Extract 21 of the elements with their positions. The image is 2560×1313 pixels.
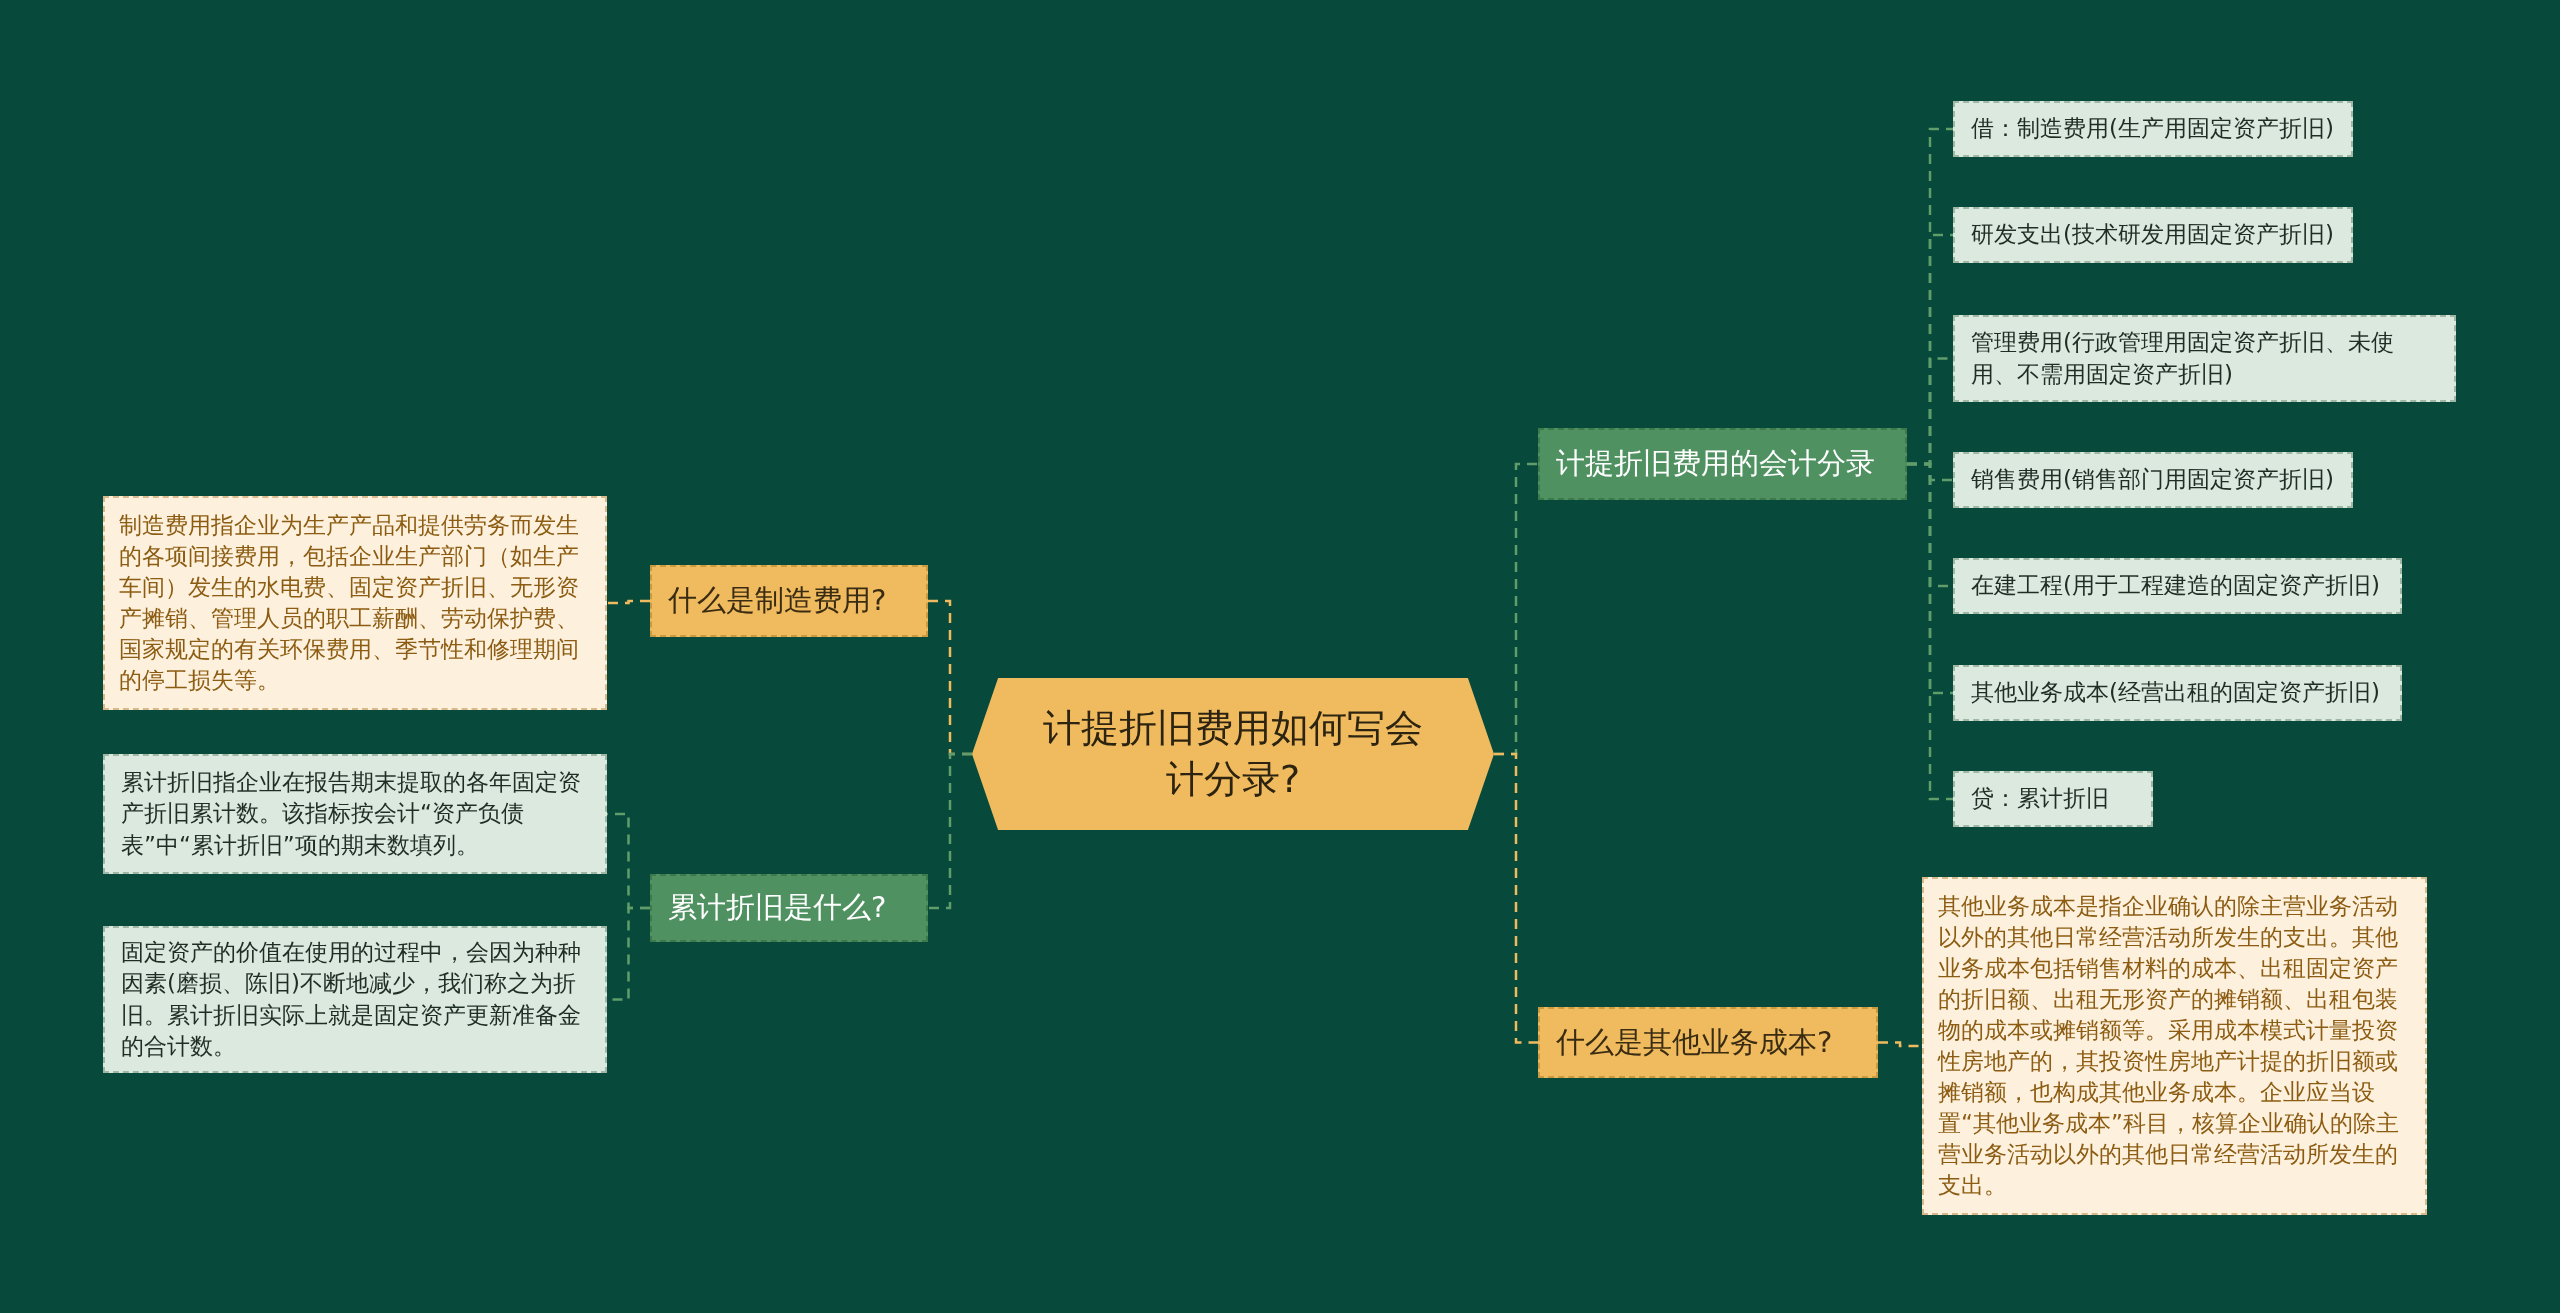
description-box: 制造费用指企业为生产产品和提供劳务而发生的各项间接费用，包括企业生产部门（如生产车间）发生的水电费、固定资产折旧、无形资产摊销、管理人员的职工薪酬、劳动保护费、国家规定的有关环保费用、季节性和修理期间的停工损失等。 <box>103 496 607 711</box>
central-topic-hexagon: 计提折旧费用如何写会计分录? <box>972 678 1494 830</box>
connector-line <box>607 599 650 605</box>
connector-line <box>1907 462 1953 801</box>
subtopic-box: 借：制造费用(生产用固定资产折旧) <box>1953 101 2353 157</box>
subtopic-box: 管理费用(行政管理用固定资产折旧、未使用、不需用固定资产折旧) <box>1953 315 2456 402</box>
topic-box: 计提折旧费用的会计分录 <box>1538 428 1907 500</box>
subtopic-box: 在建工程(用于工程建造的固定资产折旧) <box>1953 558 2402 614</box>
topic-box: 什么是制造费用? <box>650 565 928 637</box>
connector-line <box>1494 752 1538 1044</box>
description-box: 其他业务成本是指企业确认的除主营业务活动以外的其他日常经营活动所发生的支出。其他业务成本包括销售材料的成本、出租固定资产的折旧额、出租无形资产的摊销额、出租包装物的成本或摊销额等。采用成本模式计量投资性房地产的，其投资性房地产计提的折旧额或摊销额，也构成其他业务成本。企业应当设置“其他业务成本”科目，核算企业确认的除主营业务活动以外的其他日常经营活动所发生的支出。 <box>1922 877 2427 1216</box>
connector-line <box>928 752 972 910</box>
connector-line <box>1878 1041 1922 1048</box>
subtopic-box: 累计折旧指企业在报告期末提取的各年固定资产折旧累计数。该指标按会计“资产负债表”中“累计折旧”项的期末数填列。 <box>103 754 607 874</box>
subtopic-box: 销售费用(销售部门用固定资产折旧) <box>1953 452 2353 508</box>
subtopic-box: 其他业务成本(经营出租的固定资产折旧) <box>1953 665 2402 721</box>
topic-box: 累计折旧是什么? <box>650 874 928 942</box>
subtopic-box: 固定资产的价值在使用的过程中，会因为种种因素(磨损、陈旧)不断地减少，我们称之为折旧。累计折旧实际上就是固定资产更新准备金的合计数。 <box>103 926 607 1073</box>
subtopic-box: 贷：累计折旧 <box>1953 771 2153 827</box>
subtopic-box: 研发支出(技术研发用固定资产折旧) <box>1953 207 2353 263</box>
topic-box: 什么是其他业务成本? <box>1538 1007 1878 1078</box>
